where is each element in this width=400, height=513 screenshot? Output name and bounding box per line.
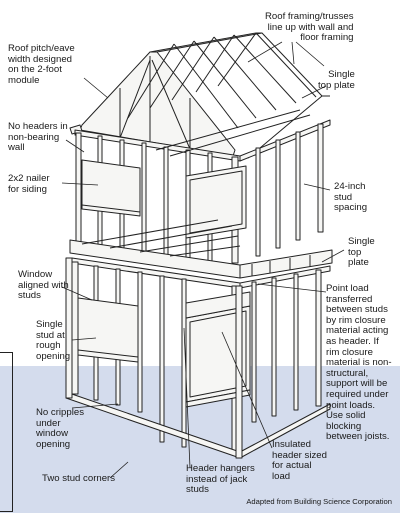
label-single-top-plate-lower: Single top plate — [348, 236, 375, 269]
upper-wall-framing — [75, 110, 330, 264]
cropped-sidebar-box — [0, 352, 13, 512]
label-single-stud: Single stud at rough opening — [36, 319, 71, 362]
leader-lines — [62, 42, 344, 478]
label-no-headers: No headers in non-bearing wall — [8, 121, 68, 154]
source-credit: Adapted from Building Science Corporatio… — [246, 497, 392, 506]
label-no-cripples: No cripples under window opening — [36, 407, 84, 450]
label-single-top-plate-upper: Single top plate — [318, 69, 355, 91]
label-insulated-header: Insulated header sized for actual load — [272, 439, 327, 482]
label-nailer: 2x2 nailer for siding — [8, 173, 50, 195]
label-header-hangers: Header hangers instead of jack studs — [186, 463, 255, 496]
label-roof-framing: Roof framing/trusses line up with wall a… — [265, 11, 354, 44]
label-window-aligned: Window aligned with studs — [18, 269, 69, 302]
label-roof-pitch: Roof pitch/eave width designed on the 2-… — [8, 43, 75, 86]
label-two-stud-corners: Two stud corners — [42, 473, 116, 484]
roof-trusses — [70, 33, 330, 158]
label-point-load: Point load transferred between studs by … — [326, 283, 392, 443]
lower-wall-framing — [65, 257, 330, 459]
floor-rim-band — [70, 220, 332, 278]
label-stud-spacing: 24-inch stud spacing — [334, 181, 368, 214]
